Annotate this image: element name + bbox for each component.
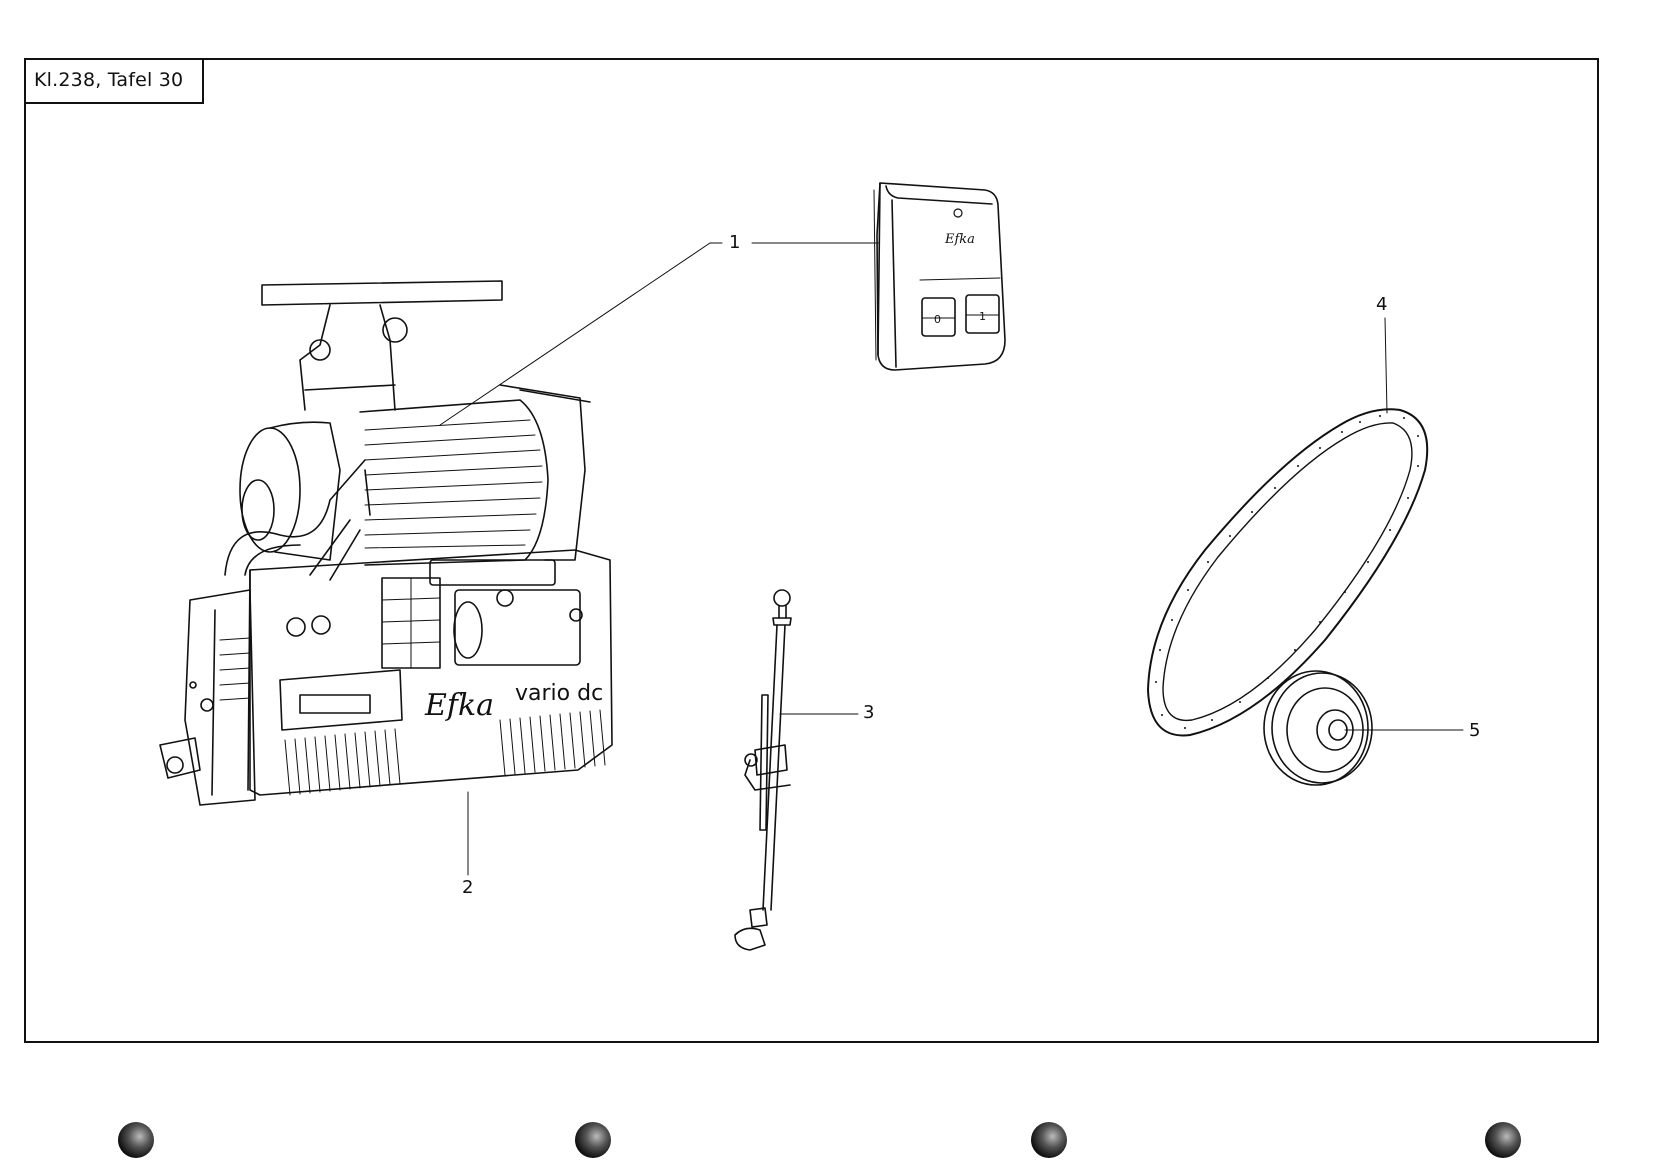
callout-2: 2 [462, 877, 473, 898]
switch-box-illustration: Efka 0 1 [874, 183, 1005, 370]
v-belt-illustration [1148, 409, 1427, 735]
callout-1: 1 [729, 232, 740, 253]
on-button-label: 1 [979, 310, 986, 323]
off-button-label: 0 [934, 313, 941, 326]
pulley-illustration [1264, 671, 1372, 785]
punch-hole [1485, 1122, 1521, 1158]
motor-illustration: Efka vario dc [160, 281, 612, 805]
punch-hole [575, 1122, 611, 1158]
switch-brand-text: Efka [944, 232, 975, 247]
callout-5: 5 [1469, 720, 1480, 741]
leader-lines [440, 243, 1463, 875]
callout-4: 4 [1376, 294, 1387, 315]
callout-3: 3 [863, 702, 874, 723]
rod-illustration [735, 590, 791, 950]
motor-brand-text: Efka [424, 688, 494, 723]
motor-model-text: vario dc [515, 681, 603, 706]
punch-hole [1031, 1122, 1067, 1158]
punch-hole [118, 1122, 154, 1158]
